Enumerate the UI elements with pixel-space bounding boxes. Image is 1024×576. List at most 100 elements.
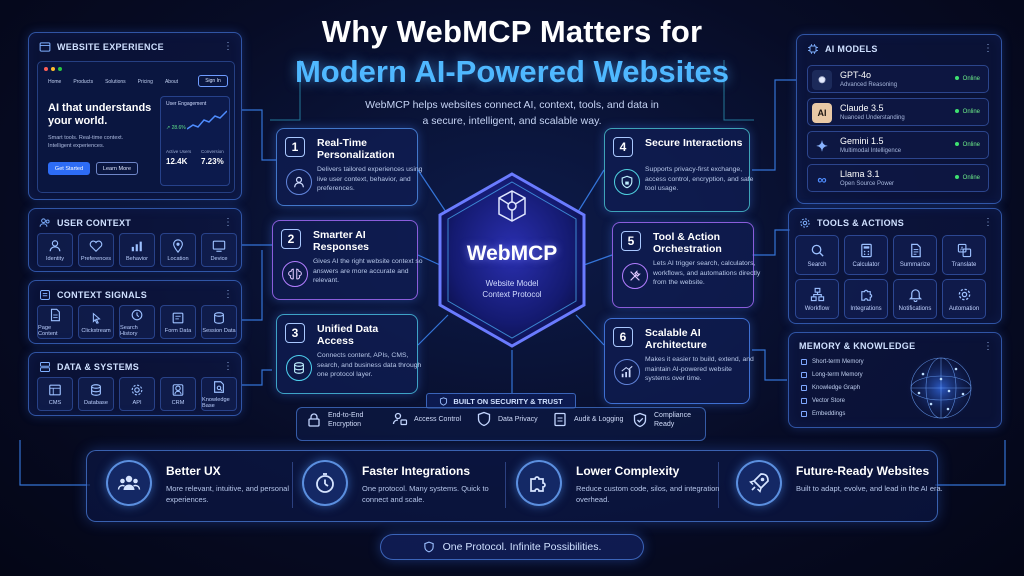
memory-item-long-term: Long-term Memory xyxy=(801,372,863,378)
data-systems-title: DATA & SYSTEMS xyxy=(39,361,139,373)
website-experience-panel: WEBSITE EXPERIENCE ⋮ Home Products Solut… xyxy=(28,32,242,200)
search-history-item[interactable]: Search History xyxy=(119,305,155,339)
more-options-icon[interactable]: ⋮ xyxy=(223,361,233,372)
benefit-description: One protocol. Many systems. Quick to con… xyxy=(362,484,489,504)
nav-pricing[interactable]: Pricing xyxy=(137,79,153,85)
feature-number: 4 xyxy=(613,137,633,157)
ai-models-panel: AI MODELS ⋮ ✺ GPT-4o Advanced Reasoning … xyxy=(796,34,1002,204)
feature-card-4: 4 Secure Interactions Supports privacy-f… xyxy=(604,128,753,212)
shield-icon xyxy=(423,541,434,553)
page-title-line1: Why WebMCP Matters for xyxy=(321,14,703,49)
identity-item[interactable]: Identity xyxy=(37,233,73,267)
crm-item[interactable]: CRM xyxy=(160,377,196,411)
cms-item[interactable]: CMS xyxy=(37,377,73,411)
feature-card-3: 3 Unified Data Access Connects content, … xyxy=(276,314,421,394)
rocket-icon xyxy=(736,460,782,506)
security-data-privacy: Data Privacy xyxy=(476,411,548,427)
session-data-item[interactable]: Session Data xyxy=(201,305,237,339)
benefit-description: Built to adapt, evolve, and lead in the … xyxy=(796,484,943,493)
model-gpt-4o[interactable]: ✺ GPT-4o Advanced Reasoning Online xyxy=(807,65,989,93)
security-access-control: Access Control xyxy=(392,411,464,427)
footer-tagline-pill: One Protocol. Infinite Possibilities. xyxy=(380,534,644,560)
divider xyxy=(505,462,506,508)
server-icon xyxy=(40,362,50,372)
benefit-title: Better UX xyxy=(166,464,221,478)
behavior-item[interactable]: Behavior xyxy=(119,233,155,267)
learn-more-button[interactable]: Learn More xyxy=(96,162,138,175)
conversion-label: Conversion xyxy=(201,149,224,154)
signin-button[interactable]: Sign In xyxy=(198,75,228,87)
form-data-item[interactable]: Form Data xyxy=(160,305,196,339)
feature-number: 5 xyxy=(621,231,641,251)
chip-icon xyxy=(808,44,818,54)
tool-workflow[interactable]: Workflow xyxy=(795,279,839,319)
more-options-icon[interactable]: ⋮ xyxy=(983,217,993,228)
memory-item-knowledge-graph: Knowledge Graph xyxy=(801,385,860,391)
user-context-panel: USER CONTEXT ⋮ Identity Preferences Beha… xyxy=(28,208,242,272)
puzzle-icon xyxy=(860,289,872,301)
tool-integrations[interactable]: Integrations xyxy=(844,279,888,319)
feature-description: Gives AI the right website context so an… xyxy=(313,258,423,284)
model-gemini-1-5[interactable]: ✦ Gemini 1.5 Multimodal Intelligence Onl… xyxy=(807,131,989,159)
bar-chart-icon xyxy=(131,241,142,251)
status-badge: Online xyxy=(955,175,980,181)
api-item[interactable]: API xyxy=(119,377,155,411)
preferences-item[interactable]: Preferences xyxy=(78,233,114,267)
more-options-icon[interactable]: ⋮ xyxy=(983,43,993,54)
benefit-title: Faster Integrations xyxy=(362,464,471,478)
context-signals-items: Page Content Clickstream Search History … xyxy=(37,305,237,339)
shield-icon xyxy=(477,411,491,427)
feature-number: 6 xyxy=(613,327,633,347)
tool-summarize[interactable]: Summarize xyxy=(893,235,937,275)
person-icon xyxy=(49,239,61,251)
more-options-icon[interactable]: ⋮ xyxy=(223,41,233,52)
device-item[interactable]: Device xyxy=(201,233,237,267)
tool-notifications[interactable]: Notifications xyxy=(893,279,937,319)
database-item[interactable]: Database xyxy=(78,377,114,411)
tool-search[interactable]: Search xyxy=(795,235,839,275)
engagement-label: User Engagement xyxy=(166,101,207,107)
knowledge-base-item[interactable]: Knowledge Base xyxy=(201,377,237,411)
heart-icon xyxy=(89,240,103,252)
webmcp-hub-hexagon xyxy=(438,172,586,348)
stopwatch-icon xyxy=(302,460,348,506)
nav-products[interactable]: Products xyxy=(73,79,94,85)
user-circle-icon xyxy=(286,169,312,195)
nav-home[interactable]: Home xyxy=(48,79,62,85)
shield-check-icon xyxy=(633,412,647,428)
location-item[interactable]: Location xyxy=(160,233,196,267)
tool-calculator[interactable]: Calculator xyxy=(844,235,888,275)
feature-title: Real-Time Personalization xyxy=(317,137,395,161)
tool-translate[interactable]: A Translate xyxy=(942,235,986,275)
feature-number: 3 xyxy=(285,323,305,343)
hub-title: WebMCP xyxy=(466,242,558,265)
model-claude-3-5[interactable]: AI Claude 3.5 Nuanced Understanding Onli… xyxy=(807,98,989,126)
more-options-icon[interactable]: ⋮ xyxy=(983,341,993,352)
data-systems-panel: DATA & SYSTEMS ⋮ CMS Database API CRM Kn… xyxy=(28,352,242,416)
more-options-icon[interactable]: ⋮ xyxy=(223,289,233,300)
feature-title: Tool & Action Orchestration xyxy=(653,231,722,255)
feature-card-1: 1 Real-Time Personalization Delivers tai… xyxy=(276,128,422,206)
feature-number: 2 xyxy=(281,229,301,249)
puzzle-icon xyxy=(516,460,562,506)
nav-solutions[interactable]: Solutions xyxy=(105,79,126,85)
get-started-button[interactable]: Get Started xyxy=(48,162,90,175)
memory-knowledge-title: MEMORY & KNOWLEDGE xyxy=(799,341,916,351)
site-nav: Home Products Solutions Pricing About xyxy=(48,79,178,85)
feature-title: Scalable AI Architecture xyxy=(645,327,707,351)
more-options-icon[interactable]: ⋮ xyxy=(223,217,233,228)
form-icon xyxy=(172,312,184,323)
anthropic-logo-icon: AI xyxy=(812,103,832,123)
feature-description: Makes it easier to build, extend, and ma… xyxy=(645,356,754,382)
model-llama-3-1[interactable]: ∞ Llama 3.1 Open Source Power Online xyxy=(807,164,989,192)
memory-knowledge-panel: MEMORY & KNOWLEDGE ⋮ Short-term Memory L… xyxy=(788,332,1002,428)
nav-about[interactable]: About xyxy=(164,79,179,85)
subtitle-line1: WebMCP helps websites connect AI, contex… xyxy=(365,99,659,111)
tools-icon xyxy=(622,263,648,289)
clickstream-item[interactable]: Clickstream xyxy=(78,305,114,339)
tool-automation[interactable]: Automation xyxy=(942,279,986,319)
knowledge-globe-icon xyxy=(905,352,977,424)
page-content-item[interactable]: Page Content xyxy=(37,305,73,339)
feature-card-2: 2 Smarter AI Responses Gives AI the righ… xyxy=(272,220,423,300)
context-signals-title: CONTEXT SIGNALS xyxy=(39,289,147,301)
